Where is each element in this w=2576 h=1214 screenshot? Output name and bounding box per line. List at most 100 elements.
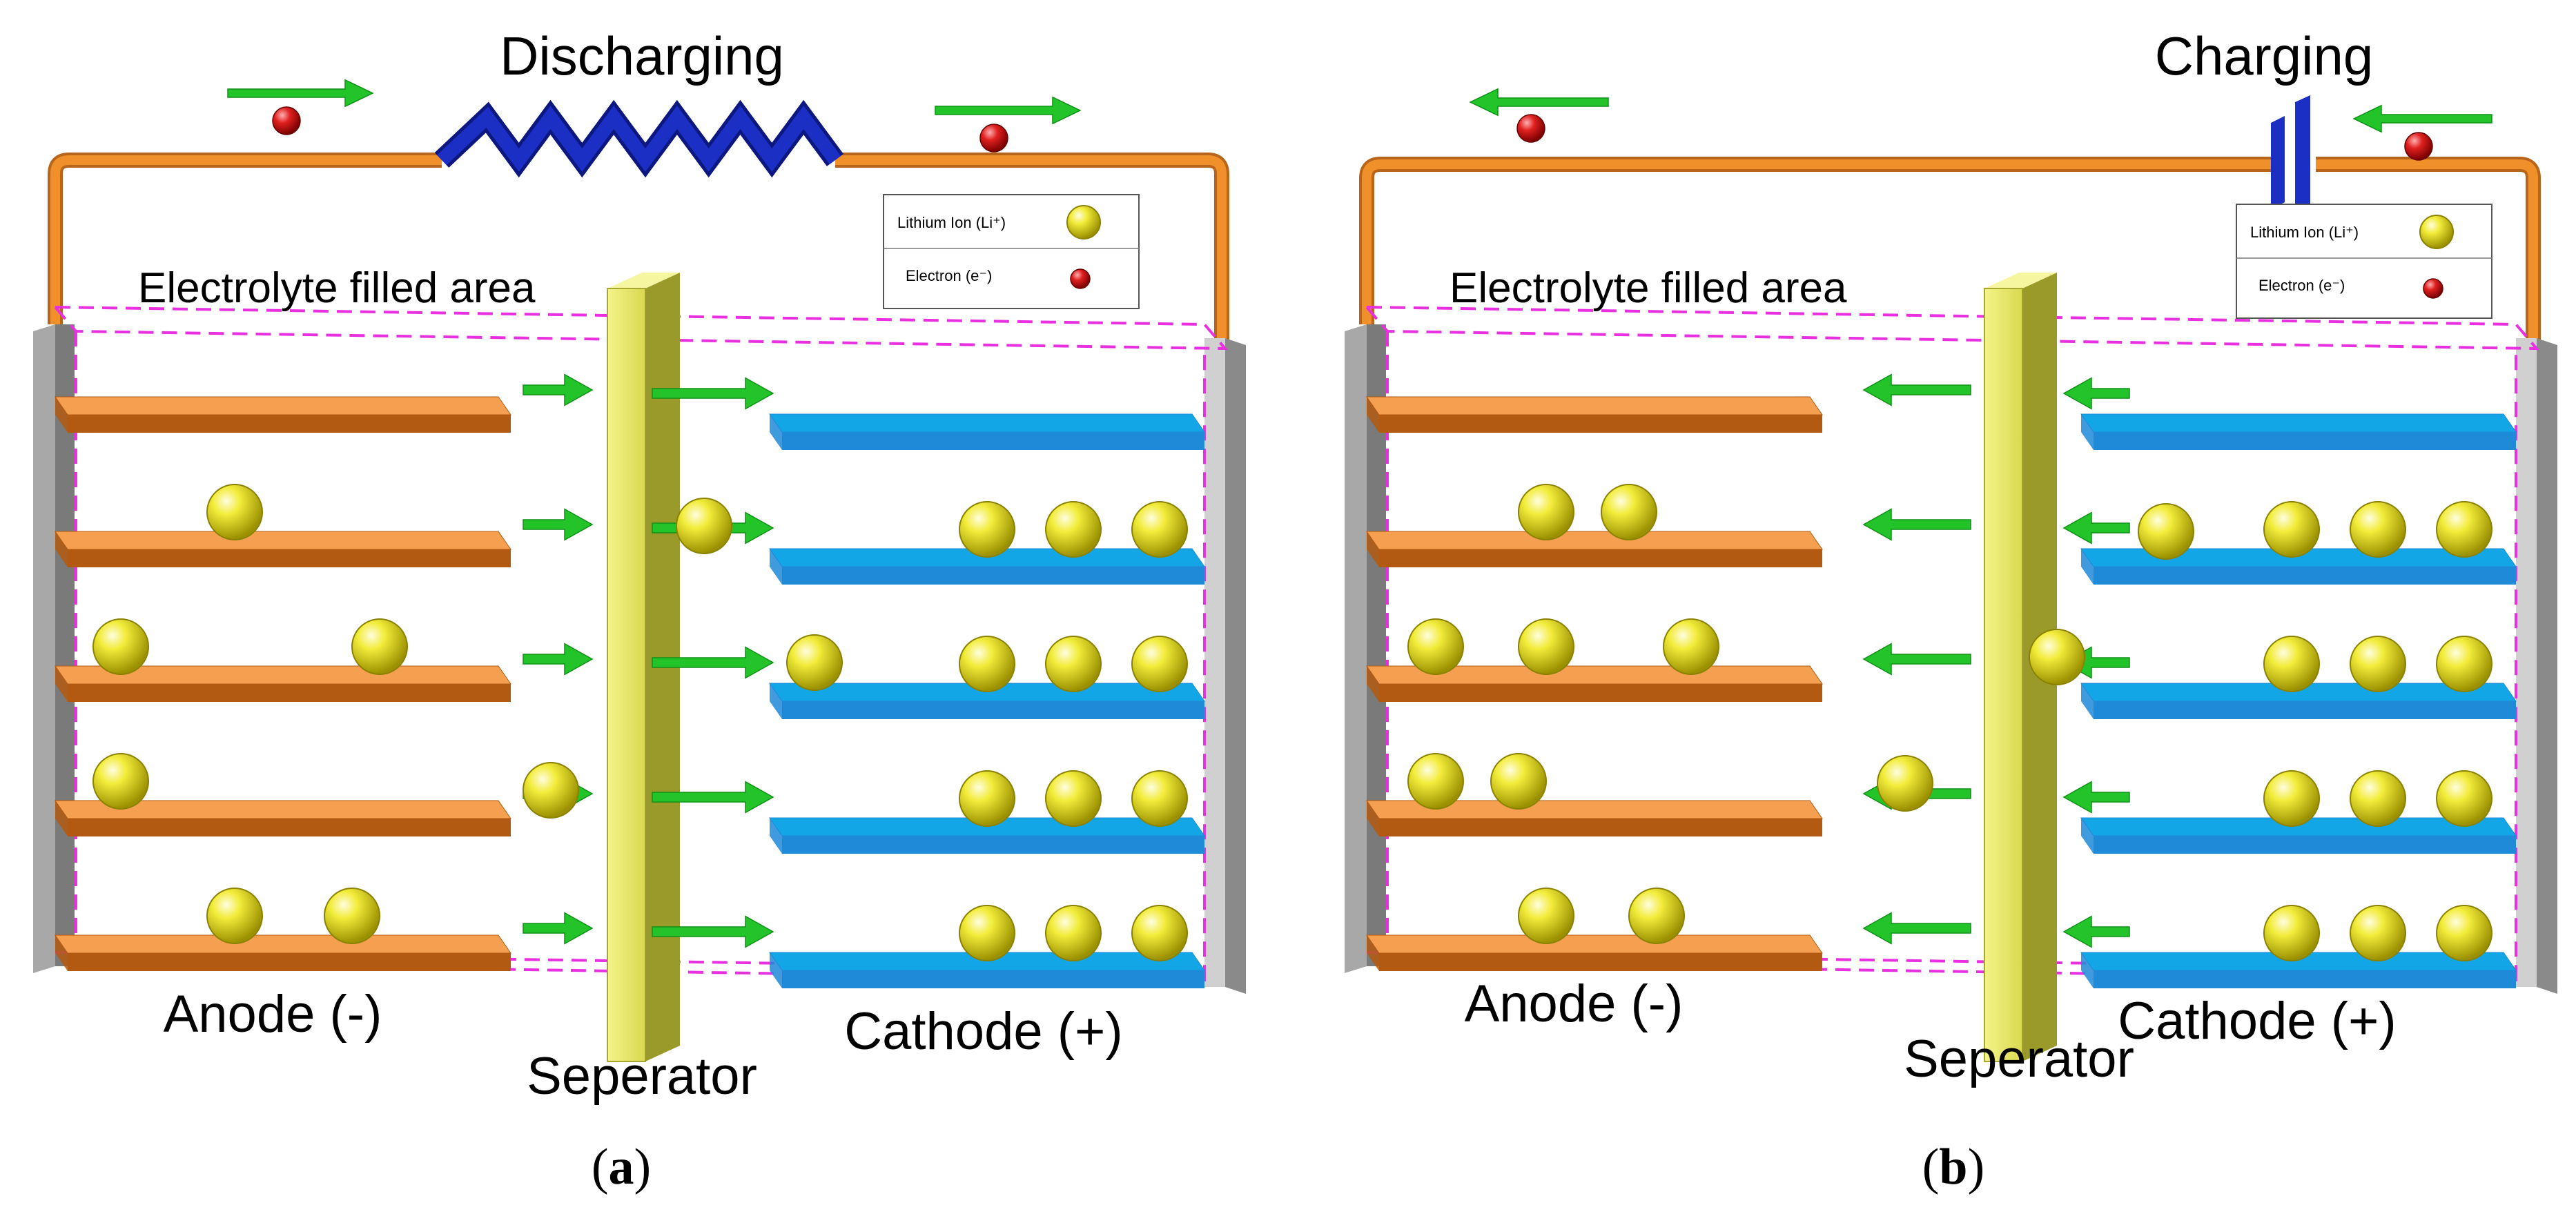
lithium-ion [2263, 501, 2320, 558]
separator-label: Seperator [527, 1047, 757, 1106]
anode-plate-front [1379, 684, 1822, 702]
lithium-ion [1131, 770, 1188, 827]
cathode-plate-front [2094, 701, 2516, 719]
lithium-ion [324, 888, 380, 944]
source-plate-short [2271, 116, 2285, 209]
resistor-icon [434, 99, 844, 178]
power-source-icon [2271, 95, 2316, 237]
electrolyte-label: Electrolyte filled area [138, 264, 536, 312]
ion-flow-arrow [523, 643, 594, 676]
lithium-ion [92, 618, 149, 675]
anode-plate-front [68, 953, 511, 971]
cathode-plate-front [2094, 970, 2516, 988]
cathode-label: Cathode (+) [844, 1002, 1122, 1061]
legend-box [2236, 204, 2492, 319]
ion-flow-arrow [523, 912, 594, 945]
external-wire [1362, 159, 2538, 345]
anode-plate-top [55, 396, 511, 415]
lithium-ion [92, 753, 149, 810]
lithium-ion [1407, 618, 1464, 675]
anode [1366, 396, 1823, 971]
anode-plate-front [1379, 549, 1822, 567]
lithium-ion [1663, 618, 1719, 675]
cathode-plate-front [782, 970, 1204, 988]
resistor-zigzag [437, 106, 841, 172]
lithium-ion [1066, 205, 1101, 239]
cathode-plate-side [770, 414, 782, 450]
lithium-ion [206, 484, 263, 540]
lithium-ion [2436, 770, 2492, 827]
mode-title: Discharging [500, 26, 784, 86]
lithium-ion [1131, 905, 1188, 961]
electron [2404, 132, 2433, 161]
panel-caption-letter: a [609, 1139, 634, 1195]
cathode-plate-front [782, 432, 1204, 450]
anode [55, 396, 511, 971]
legend-ion-label: Lithium Ion (Li⁺) [897, 214, 1006, 231]
ion-flow-arrow [1862, 508, 1971, 541]
lithium-ion [1045, 636, 1102, 692]
lithium-ion [1518, 888, 1574, 944]
cathode-plate-top [769, 413, 1205, 433]
lithium-ion [2263, 905, 2320, 961]
lithium-ion [1407, 753, 1464, 810]
cathode-collector-front [2516, 338, 2537, 987]
electrolyte-front-border [1386, 331, 2517, 982]
electrolyte-top-border [1363, 305, 2540, 351]
lithium-ion [1490, 753, 1547, 810]
anode-plate-side [1367, 397, 1379, 433]
anode-collector-side [33, 324, 55, 973]
electron [272, 106, 301, 135]
lithium-ion [2263, 770, 2320, 827]
anode-plate-side [55, 801, 68, 836]
lithium-ion [959, 770, 1015, 827]
lithium-ion [1601, 484, 1657, 540]
lithium-ion [1518, 618, 1574, 675]
ion-flow-arrow [2352, 104, 2492, 133]
anode-plate-side [55, 531, 68, 567]
lithium-ion [1131, 501, 1188, 558]
lithium-ion [2436, 636, 2492, 692]
ion-flow-arrow [1862, 373, 1971, 407]
legend-ion-label: Lithium Ion (Li⁺) [2250, 224, 2359, 241]
separator-front [1984, 288, 2023, 1062]
ion-flow-arrow [227, 79, 374, 108]
ion-flow-arrow [1862, 643, 1971, 676]
mode-title: Charging [2155, 26, 2374, 86]
cathode-plate-side [2081, 818, 2094, 854]
legend-box [883, 194, 1140, 309]
ion-flow-arrow [523, 508, 594, 541]
lithium-ion [1045, 905, 1102, 961]
anode-plate-top [1366, 531, 1823, 550]
anode-plate-front [1379, 819, 1822, 836]
anode-plate-front [68, 819, 511, 836]
anode-plate-front [68, 549, 511, 567]
electron [1516, 114, 1545, 143]
cathode-plate-side [770, 683, 782, 719]
lithium-ion [2436, 905, 2492, 961]
cathode-plate-side [2081, 952, 2094, 988]
ion-flow-arrow [1862, 912, 1971, 945]
separator-top [1984, 273, 2057, 288]
electron [1070, 268, 1091, 289]
lithium-ion [1045, 770, 1102, 827]
lithium-ion [2436, 501, 2492, 558]
anode-label: Anode (-) [1465, 975, 1684, 1033]
ion-flow-arrow [652, 915, 774, 948]
legend-electron-label: Electron (e⁻) [906, 267, 992, 284]
lithium-ion [1628, 888, 1685, 944]
lithium-ion [2029, 629, 2085, 685]
lithium-ion [1045, 501, 1102, 558]
lithium-ion [959, 905, 1015, 961]
lithium-ion [2350, 501, 2406, 558]
lithium-ion [523, 762, 579, 819]
anode-collector-side [1345, 324, 1367, 973]
lithium-ion [2350, 905, 2406, 961]
lithium-ion [959, 501, 1015, 558]
cathode-plate-side [2081, 414, 2094, 450]
lithium-ion [1131, 636, 1188, 692]
separator-top [607, 273, 680, 288]
